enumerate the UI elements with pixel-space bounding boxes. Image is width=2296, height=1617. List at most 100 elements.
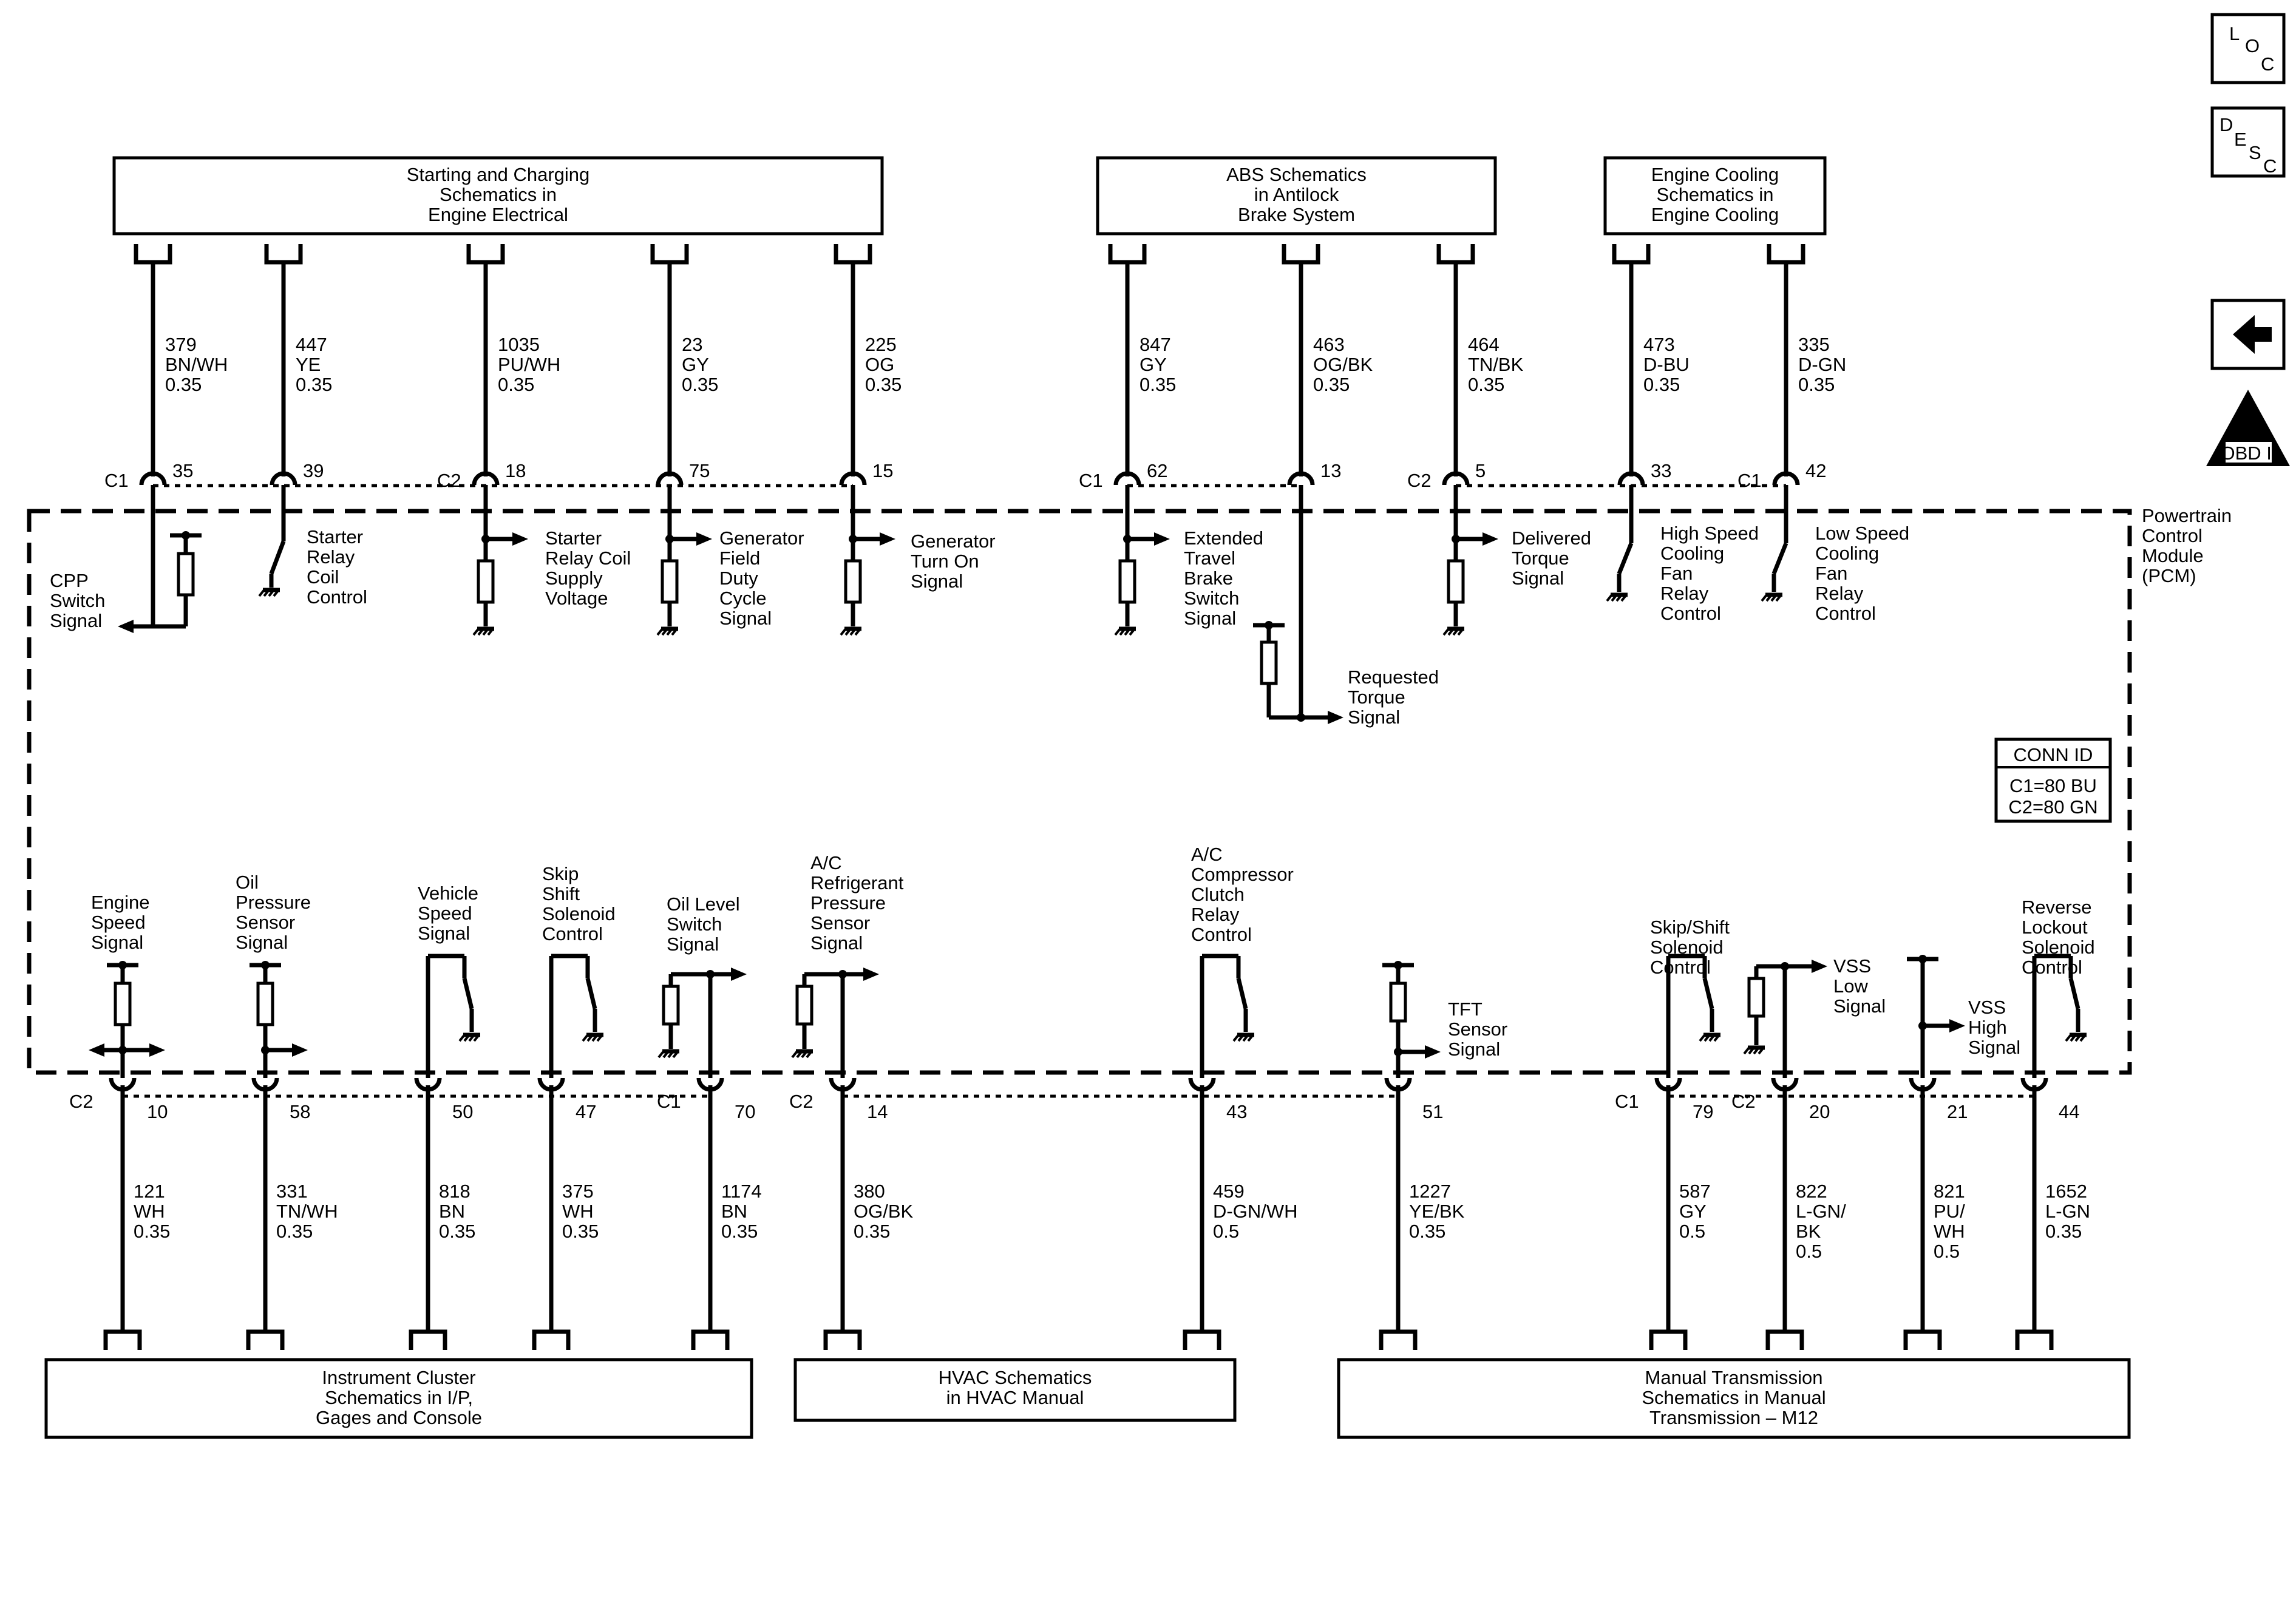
wire-gauge: 0.5 — [1796, 1241, 1822, 1262]
junction-dot — [706, 970, 715, 978]
circuit-number: 821 — [1934, 1181, 1965, 1202]
switch-icon — [269, 540, 286, 575]
component-box-label: Manual Transmission — [1645, 1367, 1823, 1388]
signal-label: Skip — [542, 863, 579, 884]
module-name-label: Module — [2142, 545, 2204, 566]
resistor-icon — [661, 559, 679, 604]
wire-gauge: 0.35 — [165, 374, 202, 395]
wire-color: WH — [134, 1201, 165, 1222]
connector-id: C1 — [657, 1091, 681, 1112]
wire-gauge: 0.35 — [296, 374, 332, 395]
signal-label: Signal — [1448, 1039, 1500, 1060]
pin-number: 42 — [1805, 460, 1826, 481]
connector-pin-icon — [1617, 471, 1645, 486]
ground-icon — [1611, 594, 1618, 602]
signal-label: Shift — [542, 883, 580, 904]
desc-letter: D — [2220, 114, 2233, 135]
ground-icon — [268, 589, 275, 597]
loc-button[interactable]: LOC — [2210, 13, 2286, 84]
signal-label: Brake — [1184, 568, 1233, 589]
circuit-number: 375 — [562, 1181, 594, 1202]
signal-label: High Speed — [1660, 523, 1759, 544]
component-box-label: ABS Schematics — [1226, 164, 1367, 185]
connector-terminal-icon — [691, 1329, 730, 1350]
module-name-label: Control — [2142, 525, 2203, 546]
resistor-icon — [1747, 977, 1765, 1018]
connector-terminal-icon — [2015, 1329, 2054, 1350]
circuit-number: 847 — [1140, 334, 1171, 355]
desc-letter: S — [2249, 142, 2261, 163]
ground-icon — [1237, 1034, 1245, 1042]
signal-label: Generator — [719, 527, 804, 549]
ground-icon — [2070, 1034, 2077, 1042]
arrow-right-icon — [863, 968, 879, 981]
component-box-label: HVAC Schematics — [939, 1367, 1092, 1388]
signal-label: Relay Coil — [545, 547, 631, 569]
signal-label: Control — [1191, 924, 1252, 945]
connector-terminal-icon — [1379, 1329, 1418, 1350]
signal-label: Signal — [1348, 707, 1400, 728]
junction-dot — [1452, 535, 1460, 543]
pin-number: 79 — [1693, 1101, 1713, 1122]
signal-label: Skip/Shift — [1650, 917, 1730, 938]
signal-label: Signal — [91, 932, 143, 953]
ground-icon — [2079, 1034, 2087, 1042]
connector-terminal-icon — [650, 244, 689, 265]
ground-icon — [844, 628, 852, 636]
ground-icon — [1713, 1034, 1720, 1042]
signal-label: Switch — [667, 914, 722, 935]
circuit-number: 379 — [165, 334, 197, 355]
connector-terminal-icon — [1282, 244, 1320, 265]
pin-number: 10 — [147, 1101, 168, 1122]
wire-gauge: 0.35 — [1140, 374, 1176, 395]
signal-label: Control — [1650, 957, 1711, 978]
connector-pin-icon — [270, 471, 297, 486]
back-button[interactable] — [2210, 299, 2286, 370]
connector-pin-icon — [1113, 471, 1141, 486]
signal-label: Engine — [91, 892, 150, 913]
circuit-number: 1035 — [498, 334, 540, 355]
desc-button-frame — [2210, 106, 2286, 178]
wire-gauge: 0.35 — [721, 1221, 758, 1242]
pin-number: 51 — [1422, 1101, 1443, 1122]
signal-label: Relay — [1660, 583, 1709, 604]
pin-number: 70 — [735, 1101, 755, 1122]
resistor-icon — [256, 981, 274, 1026]
pin-number: 15 — [872, 460, 893, 481]
loc-letter: L — [2229, 23, 2240, 44]
circuit-number: 331 — [276, 1181, 308, 1202]
ground-icon — [791, 1050, 798, 1059]
signal-label: Relay — [1191, 904, 1240, 925]
connector-pin-icon — [1287, 471, 1315, 486]
arrow-right-icon — [1483, 532, 1498, 546]
ground-icon — [1761, 594, 1768, 602]
ground-icon — [468, 1034, 475, 1042]
wire-color: OG — [865, 354, 894, 375]
signal-label: VSS — [1833, 955, 1871, 977]
signal-label: Extended — [1184, 527, 1263, 549]
signal-label: Signal — [1968, 1037, 2020, 1058]
ground-icon — [487, 628, 494, 636]
signal-label: Starter — [307, 526, 363, 547]
connector-id: C2 — [1407, 470, 1432, 491]
wire-gauge: 0.35 — [134, 1221, 170, 1242]
pin-number: 13 — [1320, 460, 1341, 481]
ground-icon — [582, 1034, 589, 1042]
signal-label: Supply — [545, 568, 603, 589]
top-component-box — [1096, 156, 1497, 236]
signal-label: Requested — [1348, 666, 1439, 688]
ground-icon — [1770, 594, 1778, 602]
switch-icon — [1236, 978, 1248, 1009]
ground-icon — [258, 589, 265, 597]
circuit-number: 463 — [1313, 334, 1345, 355]
conn-id-c2: C2=80 GN — [2008, 796, 2097, 818]
wire-color: GY — [682, 354, 709, 375]
signal-label: TFT — [1448, 998, 1483, 1020]
component-box-label: in Antilock — [1254, 184, 1339, 205]
ground-icon — [656, 628, 664, 636]
ground-icon — [667, 1050, 674, 1059]
